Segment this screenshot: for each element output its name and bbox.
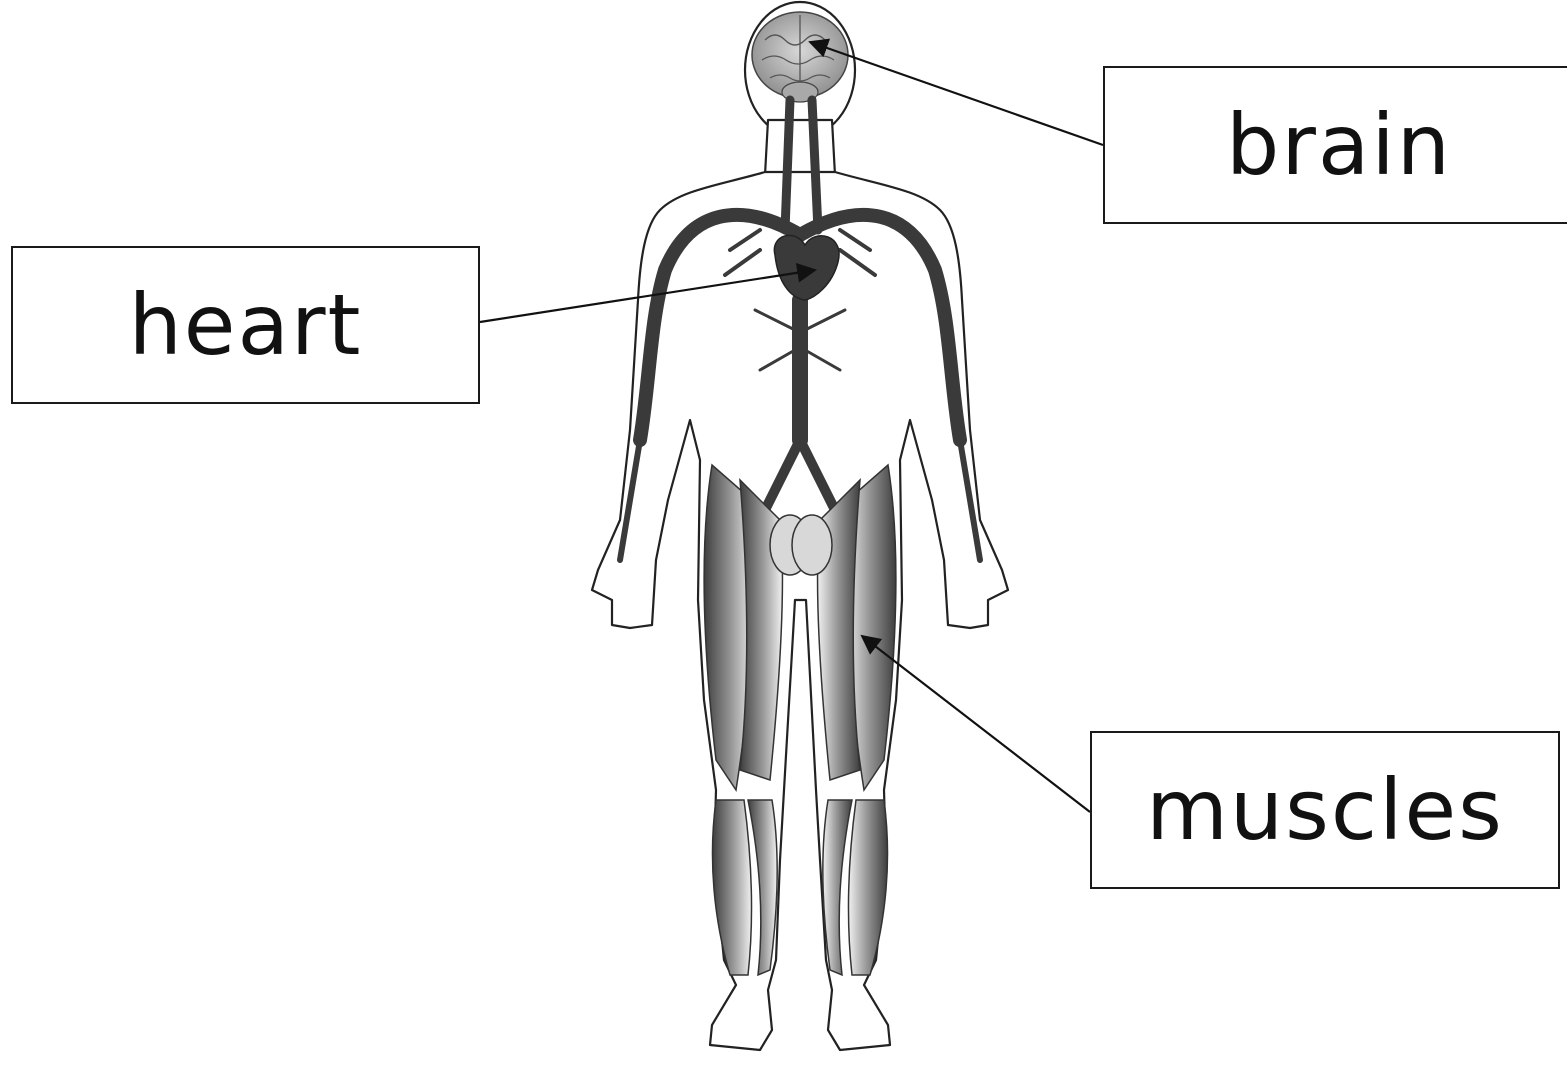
brain-label: brain — [1226, 96, 1452, 194]
heart-label: heart — [129, 276, 363, 374]
muscles-leader-line — [862, 636, 1090, 812]
brain-label-box: brain — [1103, 66, 1567, 224]
heart-label-box: heart — [11, 246, 480, 404]
muscles-label-box: muscles — [1090, 731, 1560, 889]
muscles-label: muscles — [1146, 761, 1504, 859]
brain-leader-line — [810, 42, 1103, 145]
calf-muscles — [712, 800, 887, 975]
